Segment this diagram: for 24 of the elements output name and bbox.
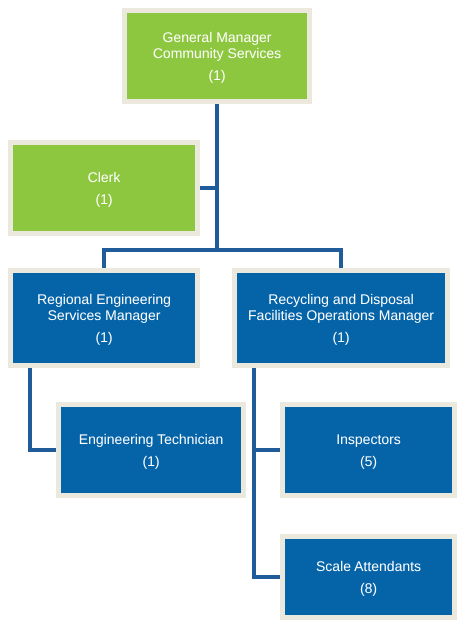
- role-title: Clerk: [88, 168, 120, 185]
- role-title: General Manager Community Services: [152, 28, 282, 62]
- headcount: (1): [208, 67, 226, 84]
- role-title: Scale Attendants: [316, 558, 422, 574]
- connector-line: [252, 368, 280, 579]
- connector-line: [28, 368, 56, 452]
- org-box: [280, 534, 457, 620]
- headcount: (1): [95, 329, 113, 346]
- headcount: (1): [332, 329, 350, 346]
- connector-line: [215, 104, 343, 268]
- headcount: (8): [360, 580, 378, 596]
- headcount: (1): [142, 453, 160, 470]
- role-title: Inspectors: [336, 430, 401, 447]
- org-box: [122, 8, 312, 104]
- org-box: [8, 140, 200, 236]
- org-box: [8, 268, 200, 368]
- headcount: (1): [95, 191, 113, 208]
- org-box: [56, 402, 246, 498]
- headcount: (5): [360, 453, 378, 470]
- org-box: [280, 402, 457, 498]
- role-title: Engineering Technician: [78, 430, 224, 447]
- role-title: Regional Engineering Services Manager: [36, 290, 172, 324]
- role-title: Recycling and Disposal Facilities Operations Manager: [247, 290, 435, 324]
- org-box: [232, 268, 450, 368]
